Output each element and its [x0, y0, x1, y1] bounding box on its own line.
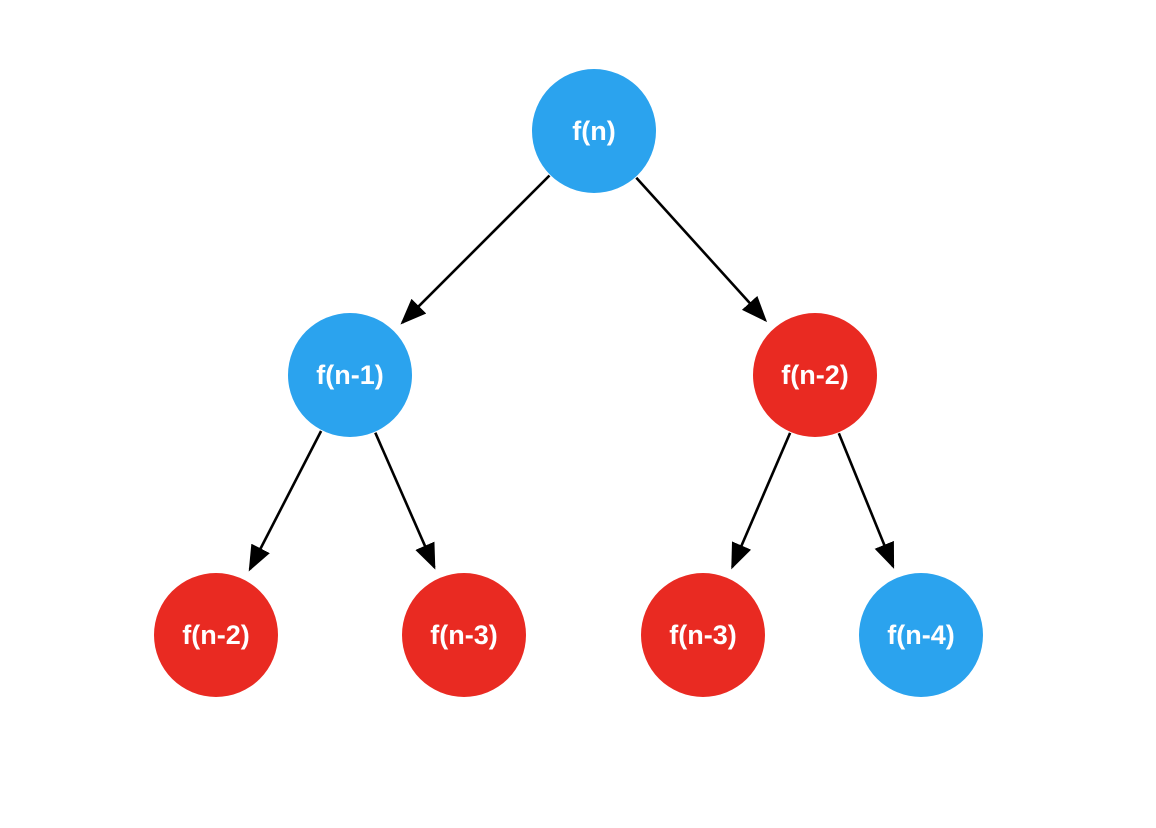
- edge-root-to-left-child: [400, 174, 551, 325]
- nodes-layer: f(n) f(n-1) f(n-2) f(n-2) f(n-3) f(n-3) f(n-4): [154, 69, 983, 697]
- node-label-leaf-2: f(n-3): [430, 620, 497, 650]
- edges-layer: [248, 174, 895, 572]
- node-label-root: f(n): [572, 116, 615, 146]
- edge-right-child-to-leaf-3: [731, 432, 792, 570]
- node-label-leaf-4: f(n-4): [887, 620, 954, 650]
- node-label-right-child: f(n-2): [781, 360, 848, 390]
- edge-left-child-to-leaf-2: [374, 432, 436, 570]
- edge-left-child-to-leaf-1: [248, 430, 323, 572]
- node-circle-leaf-3: [641, 573, 765, 697]
- node-root: f(n): [532, 69, 656, 193]
- node-label-leaf-1: f(n-2): [182, 620, 249, 650]
- node-circle-leaf-1: [154, 573, 278, 697]
- edge-root-to-right-child: [635, 176, 768, 323]
- node-circle-root: [532, 69, 656, 193]
- node-leaf-4: f(n-4): [859, 573, 983, 697]
- node-leaf-3: f(n-3): [641, 573, 765, 697]
- edge-right-child-to-leaf-4: [837, 432, 895, 569]
- node-circle-left-child: [288, 313, 412, 437]
- node-circle-right-child: [753, 313, 877, 437]
- node-label-leaf-3: f(n-3): [669, 620, 736, 650]
- node-label-left-child: f(n-1): [316, 360, 383, 390]
- node-circle-leaf-2: [402, 573, 526, 697]
- node-circle-leaf-4: [859, 573, 983, 697]
- node-right-child: f(n-2): [753, 313, 877, 437]
- node-leaf-2: f(n-3): [402, 573, 526, 697]
- node-left-child: f(n-1): [288, 313, 412, 437]
- node-leaf-1: f(n-2): [154, 573, 278, 697]
